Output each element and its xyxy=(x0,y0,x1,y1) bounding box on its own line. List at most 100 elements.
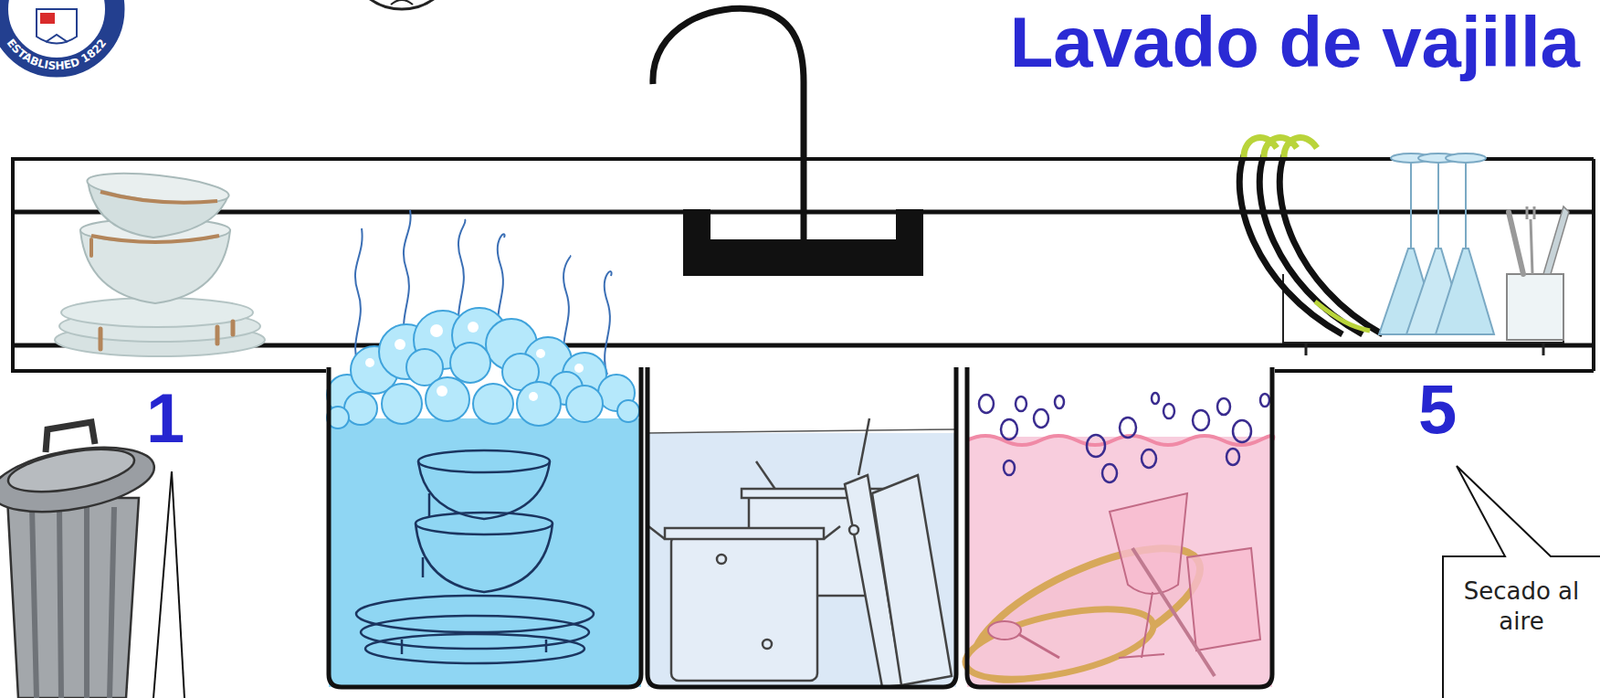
sink-basin-rinse xyxy=(648,418,952,687)
drying-rack xyxy=(1508,211,1524,274)
sink-basin-wash xyxy=(365,357,375,368)
faucet xyxy=(683,209,924,276)
sink-basin-sanitize xyxy=(967,367,1273,687)
trash-can xyxy=(0,421,159,698)
sink-basin-sanitize xyxy=(1015,396,1027,411)
drying-rack xyxy=(1437,160,1440,249)
school-logo xyxy=(36,9,77,44)
shelf xyxy=(10,368,327,373)
drying-rack xyxy=(1506,273,1564,340)
drying-rack xyxy=(1464,160,1467,249)
sink-basin-rinse xyxy=(858,418,870,475)
sink-basin-wash xyxy=(473,383,514,424)
school-logo xyxy=(45,34,68,43)
sink-basin-wash xyxy=(528,391,538,401)
sink-basin-wash xyxy=(365,321,584,401)
sink-basin-sanitize xyxy=(1119,417,1137,438)
drying-rack xyxy=(1239,137,1569,356)
shelf xyxy=(10,158,15,371)
seal-logo xyxy=(390,0,413,5)
sink-basin-wash xyxy=(401,639,547,654)
sink-basin-rinse xyxy=(762,639,772,649)
faucet xyxy=(652,8,804,247)
drying-rack xyxy=(1543,206,1569,274)
sink-basin-rinse xyxy=(664,527,824,539)
dirty-dishes xyxy=(80,230,231,304)
sink-basin-wash xyxy=(328,418,642,687)
sink-basin-sanitize xyxy=(1217,398,1231,415)
school-logo: ESTABLISHED 1822 xyxy=(4,36,110,73)
sink-basin-sanitize xyxy=(956,367,1274,698)
sink-basin-sanitize xyxy=(1102,463,1117,483)
sink-basin-wash xyxy=(450,342,491,383)
bubble-outline xyxy=(1442,465,1600,698)
sink-basin-sanitize xyxy=(1151,392,1159,404)
callout-number: 1 xyxy=(146,383,185,453)
sink-basin-rinse xyxy=(716,554,727,564)
sink-basin-sanitize xyxy=(1226,448,1240,465)
sink-basin-sanitize xyxy=(978,394,994,413)
trash-can xyxy=(5,441,138,500)
sink-basin-rinse xyxy=(647,432,957,687)
school-logo xyxy=(40,12,55,24)
leader-line xyxy=(153,471,185,698)
drying-rack xyxy=(1378,153,1495,335)
callout-number: 5 xyxy=(1418,374,1457,444)
sink-basin-wash xyxy=(566,385,603,422)
seal-logo xyxy=(347,0,457,10)
sink-basin-wash xyxy=(355,228,363,366)
sink-basin-sanitize xyxy=(1003,460,1015,475)
drying-rack xyxy=(1243,137,1317,158)
sink-basin-rinse xyxy=(756,461,777,491)
sink-basin-wash xyxy=(574,363,584,373)
sink-basin-wash xyxy=(425,377,470,422)
sink-basin-sanitize xyxy=(1187,547,1261,651)
sink-basin-sanitize xyxy=(1232,420,1252,443)
sink-basin-wash xyxy=(356,450,594,664)
sink-basin-wash xyxy=(467,321,479,333)
sink-basin-sanitize xyxy=(978,392,1270,483)
trash-can xyxy=(0,436,159,523)
dirty-dishes xyxy=(89,239,94,256)
leader-line xyxy=(153,471,172,698)
dirty-dishes xyxy=(100,321,233,349)
sink-basin-sanitize xyxy=(1141,449,1157,468)
drying-rack xyxy=(1305,342,1544,356)
trash-can xyxy=(45,421,95,453)
drying-rack xyxy=(1445,153,1486,163)
sink-basin-wash xyxy=(328,367,642,687)
drying-rack xyxy=(1526,206,1535,274)
sink-basin-wash xyxy=(422,493,430,578)
sink-basin-wash xyxy=(536,348,546,358)
sink-basin-sanitize xyxy=(1054,395,1064,409)
sink-basin-wash xyxy=(360,615,590,649)
sink-basin-wash xyxy=(415,523,553,592)
sink-basin-sanitize xyxy=(1118,591,1165,658)
speech-bubble: Secado al aire xyxy=(1441,461,1600,698)
sink-basin-sanitize xyxy=(1033,409,1049,428)
sink-basin-wash xyxy=(418,461,550,519)
sink-basin-wash xyxy=(436,385,448,397)
sink-basin-rinse xyxy=(647,367,957,687)
sink-basin-sanitize xyxy=(1109,493,1188,594)
seal-logo xyxy=(347,0,457,10)
sink-basin-sanitize xyxy=(1109,493,1261,676)
sink-basin-sanitize xyxy=(1086,434,1106,457)
sink-basin-rinse xyxy=(849,525,859,535)
sink-basin-wash xyxy=(356,595,594,632)
dirty-dishes xyxy=(100,191,218,203)
school-logo: ESTABLISHED 1822 xyxy=(0,0,147,101)
dirty-dishes xyxy=(85,168,231,209)
sink-basin-wash xyxy=(604,271,612,375)
sink-basin-rinse xyxy=(647,429,957,433)
sink-basin-sanitize xyxy=(959,595,1160,693)
dirty-dishes xyxy=(54,168,265,357)
sink-basin-sanitize xyxy=(1132,547,1215,676)
drying-rack xyxy=(1279,155,1383,335)
sink-basin-wash xyxy=(326,307,640,429)
sink-basin-sanitize xyxy=(1192,410,1210,431)
sink-basin-wash xyxy=(516,381,561,426)
sink-basin-wash xyxy=(430,324,443,337)
sink-basin-wash xyxy=(394,338,406,350)
